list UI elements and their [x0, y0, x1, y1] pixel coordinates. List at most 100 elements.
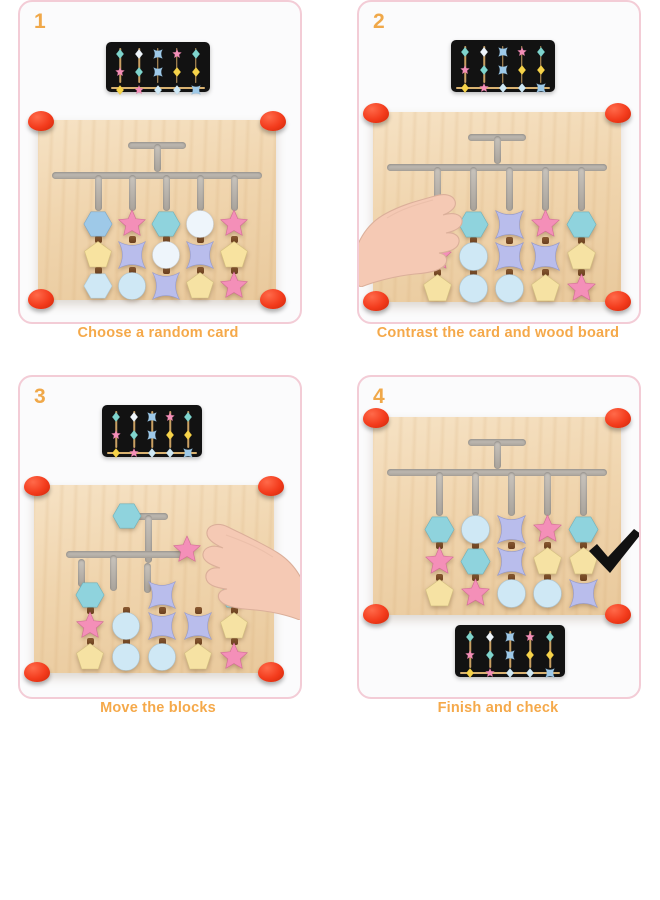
block-connector-peg [86, 638, 94, 645]
puzzle-block[interactable] [494, 273, 525, 304]
puzzle-block[interactable] [75, 611, 105, 641]
puzzle-block[interactable] [219, 642, 249, 672]
puzzle-block[interactable] [424, 578, 455, 609]
pattern-card[interactable] [455, 625, 565, 678]
puzzle-block[interactable] [566, 209, 597, 240]
card-rod [489, 631, 491, 668]
puzzle-block[interactable] [151, 271, 181, 301]
puzzle-block[interactable] [532, 514, 563, 545]
puzzle-block[interactable] [494, 241, 525, 272]
puzzle-block[interactable] [496, 546, 527, 577]
puzzle-block[interactable] [532, 546, 563, 577]
puzzle-block[interactable] [424, 514, 455, 545]
puzzle-block[interactable] [185, 209, 215, 239]
puzzle-block[interactable] [111, 642, 141, 672]
puzzle-block[interactable] [460, 578, 491, 609]
block-connector-peg [94, 267, 102, 274]
block-diamond-icon [536, 47, 545, 57]
puzzle-block[interactable] [422, 241, 453, 272]
puzzle-block[interactable] [185, 271, 215, 301]
step-panel-3[interactable]: 3 [18, 375, 302, 699]
block-connector-peg [230, 638, 238, 645]
card-column [480, 629, 500, 677]
card-shape [134, 64, 144, 82]
puzzle-block[interactable] [183, 642, 213, 672]
card-column [456, 44, 475, 93]
puzzle-block[interactable] [151, 209, 181, 239]
puzzle-block[interactable] [75, 642, 105, 672]
puzzle-block[interactable] [496, 514, 527, 545]
block-hexagon-icon [460, 548, 490, 574]
puzzle-block[interactable] [424, 546, 455, 577]
card-column [520, 629, 540, 678]
card-shape [498, 80, 508, 98]
puzzle-block[interactable] [496, 578, 527, 609]
puzzle-block[interactable] [147, 642, 177, 672]
block-diamond-icon [135, 67, 144, 77]
puzzle-block[interactable] [83, 240, 113, 270]
step-number-3: 3 [34, 385, 46, 408]
puzzle-block[interactable] [568, 578, 599, 609]
puzzle-block[interactable] [422, 273, 453, 304]
puzzle-block[interactable] [530, 273, 561, 304]
puzzle-block[interactable] [566, 241, 597, 272]
card-shape [545, 629, 555, 647]
step-number-4: 4 [373, 385, 385, 408]
puzzle-block[interactable] [530, 209, 561, 240]
puzzle-block[interactable] [219, 271, 249, 301]
puzzle-block[interactable] [83, 271, 113, 301]
block-pentagon-icon [422, 273, 452, 301]
card-shape [517, 80, 527, 98]
puzzle-block[interactable] [185, 240, 215, 270]
puzzle-block[interactable] [458, 209, 489, 240]
pattern-card[interactable] [102, 405, 202, 458]
puzzle-block[interactable] [147, 611, 177, 641]
slot-column [433, 167, 441, 211]
puzzle-block[interactable] [532, 578, 563, 609]
block-diamond-icon [536, 65, 545, 75]
puzzle-block[interactable] [568, 514, 599, 545]
puzzle-block[interactable] [219, 611, 249, 641]
corner-knob [28, 289, 54, 309]
puzzle-block[interactable] [530, 241, 561, 272]
puzzle-block[interactable] [117, 209, 147, 239]
block-hexagon-icon [566, 211, 596, 237]
puzzle-block[interactable] [75, 580, 105, 610]
puzzle-block[interactable] [147, 580, 177, 610]
puzzle-block[interactable] [460, 514, 491, 545]
puzzle-block[interactable] [117, 240, 147, 270]
puzzle-block[interactable] [111, 611, 141, 641]
puzzle-block[interactable] [422, 209, 453, 240]
corner-knob [605, 291, 631, 311]
held-puzzle-block[interactable] [172, 535, 202, 565]
puzzle-block[interactable] [219, 580, 249, 610]
puzzle-block[interactable] [151, 240, 181, 270]
step-panel-1[interactable]: 1 [18, 0, 302, 324]
block-connector-peg [162, 267, 170, 274]
puzzle-block[interactable] [460, 546, 491, 577]
puzzle-block[interactable] [458, 241, 489, 272]
puzzle-block[interactable] [117, 271, 147, 301]
step-panel-2[interactable]: 2 [357, 0, 641, 324]
card-shape [536, 62, 546, 80]
puzzle-block[interactable] [458, 273, 489, 304]
card-column [475, 44, 494, 92]
puzzle-block[interactable] [112, 501, 142, 531]
block-circle-icon [494, 273, 524, 303]
card-shape [111, 445, 121, 463]
puzzle-block[interactable] [566, 273, 597, 304]
pattern-card[interactable] [106, 42, 210, 95]
pattern-card[interactable] [451, 40, 555, 93]
step-panel-4[interactable]: 4 [357, 375, 641, 699]
block-pentagon-icon [220, 241, 248, 268]
block-diamond-icon [486, 650, 494, 660]
puzzle-block[interactable] [183, 611, 213, 641]
block-star-icon [220, 642, 248, 669]
puzzle-block[interactable] [219, 209, 249, 239]
puzzle-block[interactable] [494, 209, 525, 240]
block-hexagon-icon [422, 211, 452, 237]
puzzle-block[interactable] [83, 209, 113, 239]
puzzle-block[interactable] [219, 240, 249, 270]
step-caption-2: Contrast the card and wood board [376, 325, 620, 341]
